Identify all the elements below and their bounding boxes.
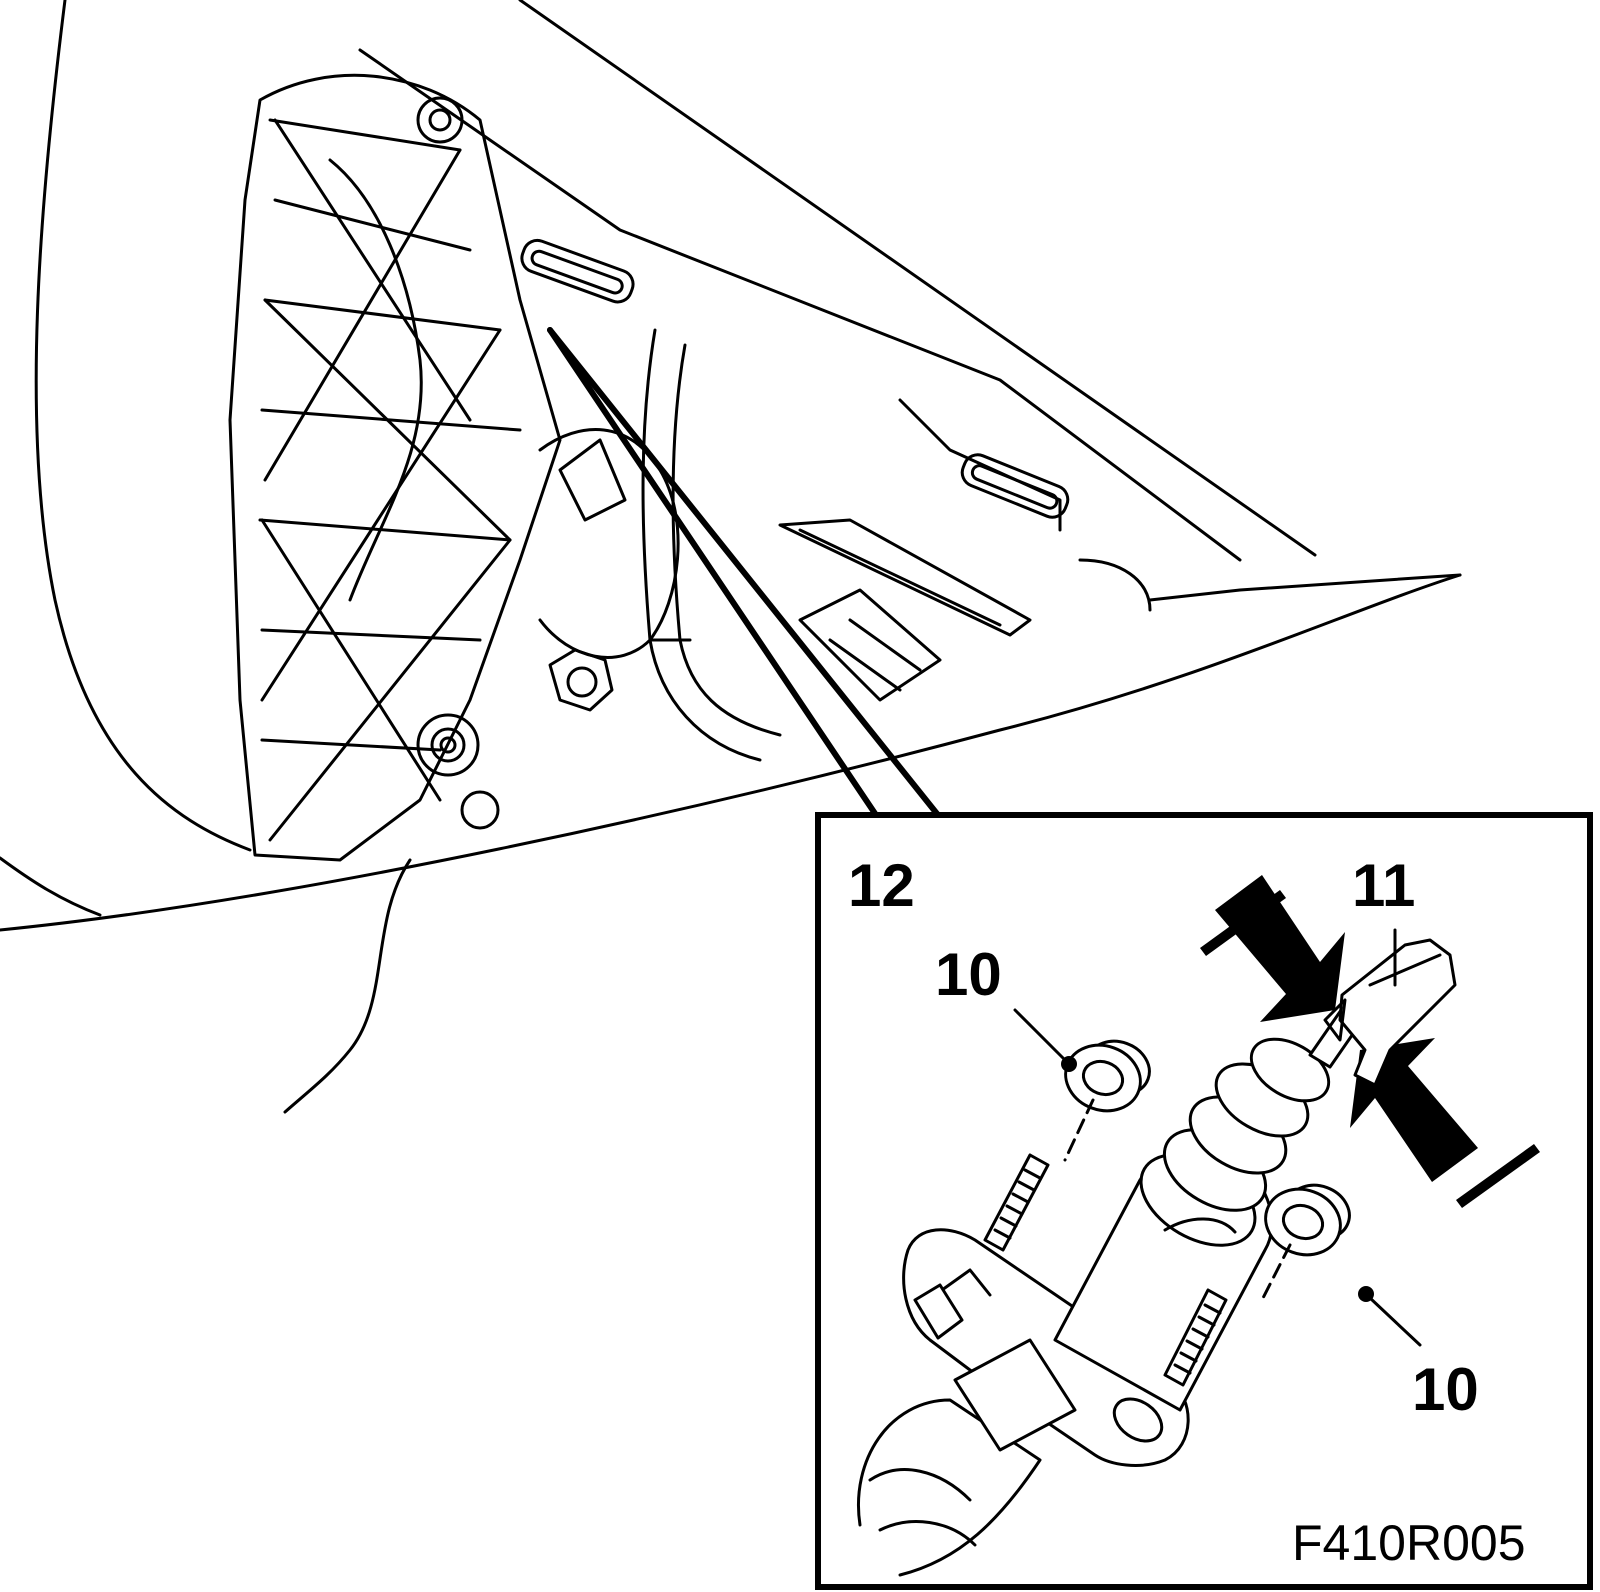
callout-12: 12	[848, 852, 915, 919]
pedal-area-drawing	[0, 0, 1462, 1114]
direction-arrow-upper	[1200, 875, 1345, 1022]
mounting-stud-right	[1163, 1288, 1228, 1387]
mounting-stud-left	[983, 1153, 1050, 1252]
callout-11: 11	[1352, 852, 1415, 919]
clutch-master-cylinder	[857, 938, 1457, 1577]
callout-10-upper: 10	[935, 941, 1002, 1008]
callout-leaders	[1013, 928, 1422, 1347]
detail-inset: 12 11 10 10 F410R005	[815, 812, 1593, 1590]
direction-arrow-lower	[1350, 1038, 1540, 1208]
push-rod-fork	[1323, 938, 1457, 1087]
figure-id: F410R005	[1292, 1515, 1526, 1571]
detail-leader-lines	[547, 327, 941, 818]
callout-10-lower: 10	[1412, 1356, 1479, 1423]
nut-lower	[1264, 1183, 1351, 1257]
